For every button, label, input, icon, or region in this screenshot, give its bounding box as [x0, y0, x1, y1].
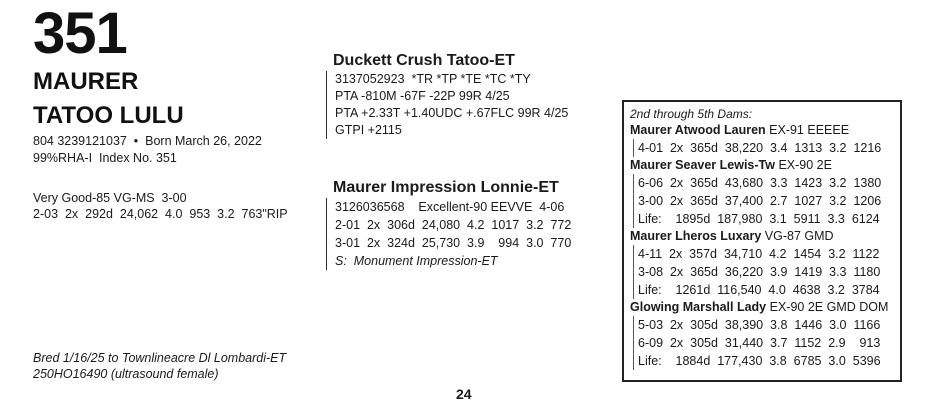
dam-record-line: 4-11 2x 357d 34,710 4.2 1454 3.2 1122	[633, 245, 894, 263]
dam-record-line: Life: 1895d 187,980 3.1 5911 3.3 6124	[633, 210, 894, 228]
ancestor-dam-name: Maurer Seaver Lewis-Tw EX-90 2E	[630, 157, 894, 174]
dam-classification: EX-91 EEEEE	[765, 123, 850, 137]
dam-record-line: 5-03 2x 305d 38,390 3.8 1446 3.0 1166	[633, 316, 894, 334]
dam-classification: EX-90 2E GMD DOM	[766, 300, 889, 314]
dams-heading: 2nd through 5th Dams:	[630, 107, 753, 121]
dam-record-line: 3-08 2x 365d 36,220 3.9 1419 3.3 1180	[633, 263, 894, 281]
dam-block: Maurer Impression Lonnie-ET 3126036568 E…	[326, 179, 606, 270]
dam-name-bold: Maurer Seaver Lewis-Tw	[630, 158, 775, 172]
lot-number: 351	[33, 1, 128, 66]
dam-details: 3126036568 Excellent-90 EEVVE 4-06 2-01 …	[326, 198, 606, 270]
ancestor-dam-name: Maurer Lheros Luxary VG-87 GMD	[630, 228, 894, 245]
page-number: 24	[456, 386, 472, 402]
sire-details: 3137052923 *TR *TP *TE *TC *TY PTA -810M…	[326, 71, 596, 139]
dam-sire-line: S: Monument Impression-ET	[335, 254, 498, 268]
ancestor-dams-box: 2nd through 5th Dams: Maurer Atwood Laur…	[622, 100, 902, 382]
dam-detail-line: 2-01 2x 306d 24,080 4.2 1017 3.2 772	[335, 218, 572, 232]
bred-line1: Bred 1/16/25 to Townlineacre Dl Lombardi…	[33, 351, 287, 365]
animal-name-line1: MAURER	[33, 68, 139, 95]
ancestor-dam-name: Glowing Marshall Lady EX-90 2E GMD DOM	[630, 299, 894, 316]
dam-name-bold: Maurer Lheros Luxary	[630, 229, 762, 243]
dam-record-line: 6-06 2x 365d 43,680 3.3 1423 3.2 1380	[633, 174, 894, 192]
dam-detail-line: 3126036568 Excellent-90 EEVVE 4-06	[335, 200, 565, 214]
sire-detail-line: GTPI +2115	[335, 123, 402, 137]
dam-record-line: 4-01 2x 365d 38,220 3.4 1313 3.2 1216	[633, 139, 894, 157]
registration-line: 804 3239121037 • Born March 26, 2022	[33, 134, 262, 148]
dam-record-line: Life: 1261d 116,540 4.0 4638 3.2 3784	[633, 281, 894, 299]
sire-detail-line: PTA -810M -67F -22P 99R 4/25	[335, 89, 510, 103]
dam-name: Maurer Impression Lonnie-ET	[333, 179, 559, 196]
dam-name-bold: Glowing Marshall Lady	[630, 300, 767, 314]
dam-name-bold: Maurer Atwood Lauren	[630, 123, 766, 137]
dam-classification: VG-87 GMD	[761, 229, 834, 243]
production-record: 2-03 2x 292d 24,062 4.0 953 3.2 763"RIP	[33, 207, 288, 221]
sire-detail-line: PTA +2.33T +1.40UDC +.67FLC 99R 4/25	[335, 106, 569, 120]
dam-record-line: 6-09 2x 305d 31,440 3.7 1152 2.9 913	[633, 334, 894, 352]
animal-name-line2: TATOO LULU	[33, 102, 184, 129]
classification-line: Very Good-85 VG-MS 3-00	[33, 191, 187, 205]
ancestor-dam-name: Maurer Atwood Lauren EX-91 EEEEE	[630, 122, 894, 139]
dam-detail-line: 3-01 2x 324d 25,730 3.9 994 3.0 770	[335, 236, 572, 250]
sire-block: Duckett Crush Tatoo-ET 3137052923 *TR *T…	[326, 52, 596, 139]
dam-record-line: 3-00 2x 365d 37,400 2.7 1027 3.2 1206	[633, 192, 894, 210]
rha-line: 99%RHA-I Index No. 351	[33, 151, 177, 165]
sire-name: Duckett Crush Tatoo-ET	[333, 52, 515, 69]
bred-line2: 250HO16490 (ultrasound female)	[33, 367, 219, 381]
sire-detail-line: 3137052923 *TR *TP *TE *TC *TY	[335, 72, 531, 86]
dam-record-line: Life: 1884d 177,430 3.8 6785 3.0 5396	[633, 352, 894, 370]
dam-classification: EX-90 2E	[774, 158, 832, 172]
